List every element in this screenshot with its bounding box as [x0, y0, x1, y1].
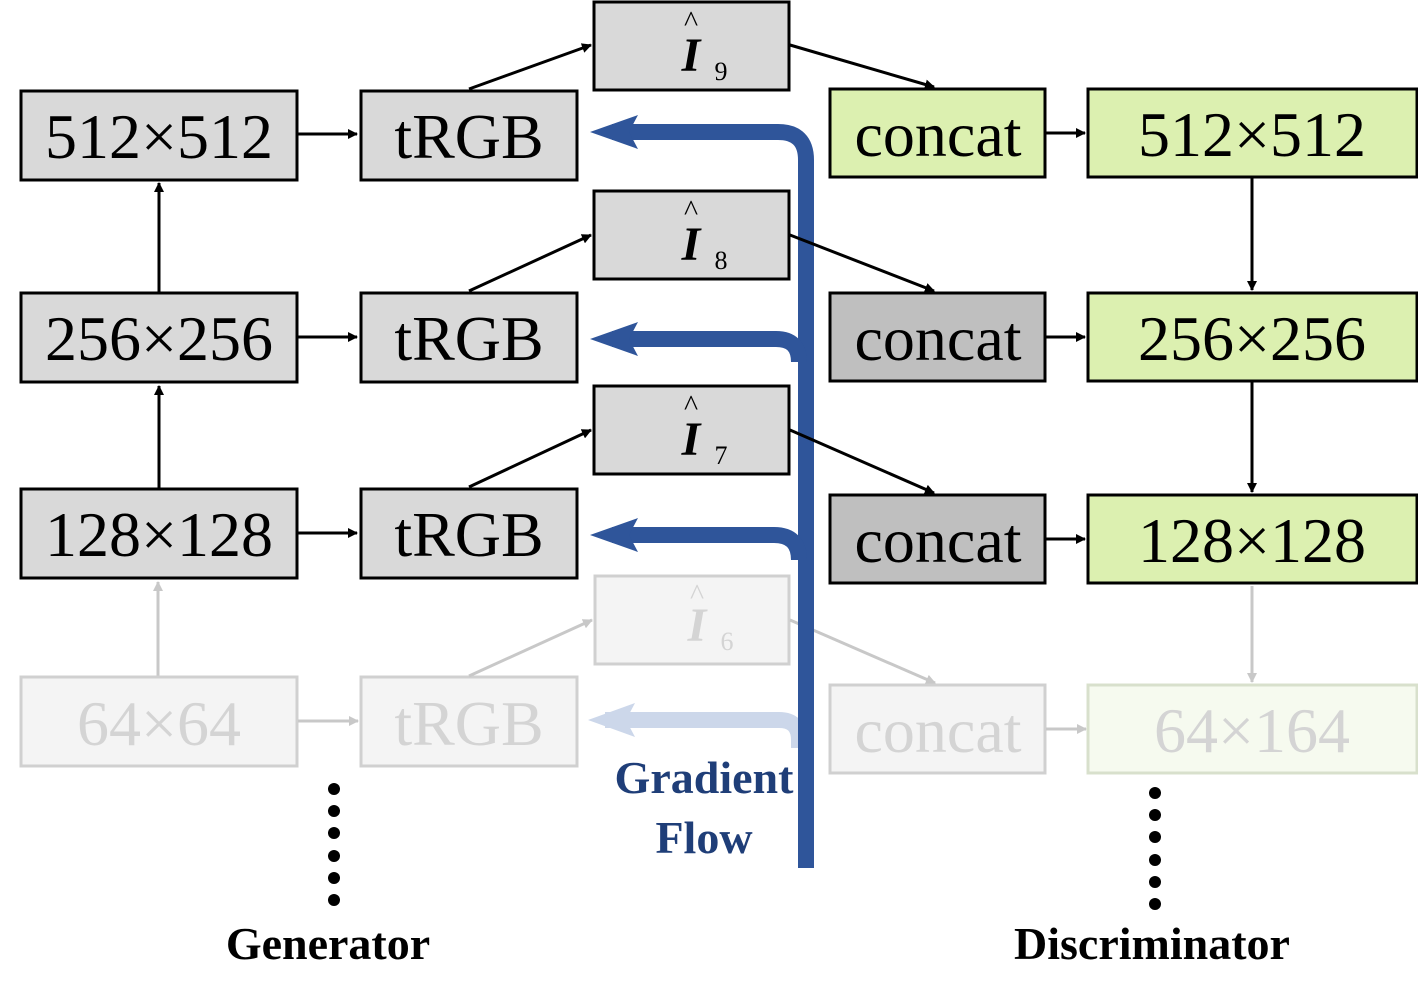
discriminator: concat concat concat 512×512 256×256 128…	[828, 87, 1418, 585]
concat-block-128	[828, 493, 1047, 585]
concat-block-64	[828, 683, 1047, 775]
trgb-block-512-label: tRGB	[394, 101, 543, 172]
discriminator-block-128-label: 128×128	[1138, 505, 1366, 576]
image-8-symbol: I	[681, 218, 703, 271]
image-7-subscript: 7	[715, 441, 728, 470]
concat-block-256-label: concat	[855, 303, 1022, 374]
gradient-arrowhead-64	[588, 703, 635, 737]
generator: 512×512 256×256 128×128 tRGB tRGB tRGB	[19, 43, 592, 580]
trgb-block-128-label: tRGB	[394, 499, 543, 570]
image-block-9	[592, 0, 791, 92]
image-7-symbol: I	[681, 413, 703, 466]
image-block-7	[592, 384, 791, 476]
trgb-to-image-arrow-8	[468, 233, 592, 293]
generator-block-512	[19, 89, 299, 182]
images: ^ I 9 ^ I 8 ^ I 7	[592, 0, 791, 476]
gradient-branch-256	[612, 331, 807, 363]
gradient-branch-128	[612, 527, 807, 561]
discriminator-block-256	[1086, 291, 1418, 383]
generator-block-64-label: 64×64	[77, 688, 241, 759]
trgb-block-256-label: tRGB	[394, 303, 543, 374]
trgb-block-64-label: tRGB	[394, 688, 543, 759]
discriminator-label: Discriminator	[1014, 918, 1290, 969]
image-8-subscript: 8	[715, 246, 728, 275]
generator-block-64	[19, 675, 299, 768]
image-9-subscript: 9	[715, 57, 728, 86]
image-block-8	[592, 189, 791, 281]
image-6-hat: ^	[690, 578, 704, 611]
concat-block-512-label: concat	[855, 99, 1022, 170]
image-block-6	[593, 574, 791, 666]
concat-block-128-label: concat	[855, 505, 1022, 576]
gradient-arrowhead-512	[590, 115, 638, 149]
generator-label: Generator	[226, 918, 430, 969]
trgb-block-512	[359, 89, 579, 182]
discriminator-block-512-label: 512×512	[1138, 99, 1366, 170]
gradient-flow-label-line1: Gradient	[615, 752, 795, 803]
discriminator-block-64	[1086, 683, 1418, 775]
gradient-flow-label-line2: Flow	[655, 812, 752, 863]
concat-block-256	[828, 291, 1047, 383]
generator-block-128	[19, 487, 299, 580]
trgb-to-image-arrow-9	[468, 43, 592, 91]
discriminator-block-64-label: 64×164	[1154, 695, 1350, 766]
trgb-block-256	[359, 291, 579, 384]
image-to-concat-arrow-8	[789, 233, 935, 293]
image-9-symbol: I	[681, 29, 703, 82]
image-9-hat: ^	[684, 5, 698, 38]
gradient-arrowhead-128	[590, 518, 638, 552]
generator-ellipsis	[328, 783, 340, 906]
image-6-subscript: 6	[721, 627, 734, 656]
discriminator-block-512	[1086, 87, 1418, 179]
faint-row: 64×64 tRGB ^ I 6 concat 64×164	[19, 574, 1418, 775]
image-to-concat-arrow-9	[789, 43, 935, 90]
trgb-block-64	[359, 675, 579, 768]
generator-block-256	[19, 291, 299, 384]
discriminator-block-128	[1086, 493, 1418, 585]
image-7-hat: ^	[684, 389, 698, 422]
image-to-concat-arrow-7	[789, 428, 935, 495]
generator-block-128-label: 128×128	[45, 499, 273, 570]
generator-block-256-label: 256×256	[45, 303, 273, 374]
image-8-hat: ^	[684, 194, 698, 227]
discriminator-block-256-label: 256×256	[1138, 303, 1366, 374]
image-to-concat-arrows	[789, 43, 935, 495]
gradient-flow: Gradient Flow	[590, 115, 814, 868]
trgb-block-128	[359, 487, 579, 580]
generator-block-512-label: 512×512	[45, 101, 273, 172]
gradient-arrowhead-256	[590, 322, 638, 356]
image-6-symbol: I	[687, 599, 709, 652]
discriminator-ellipsis	[1149, 787, 1161, 910]
gradient-trunk	[612, 124, 814, 868]
gradient-branch-64	[605, 712, 807, 748]
concat-block-512	[828, 87, 1047, 179]
trgb-to-image-arrow-7	[468, 428, 592, 489]
concat-block-64-label: concat	[855, 695, 1022, 766]
